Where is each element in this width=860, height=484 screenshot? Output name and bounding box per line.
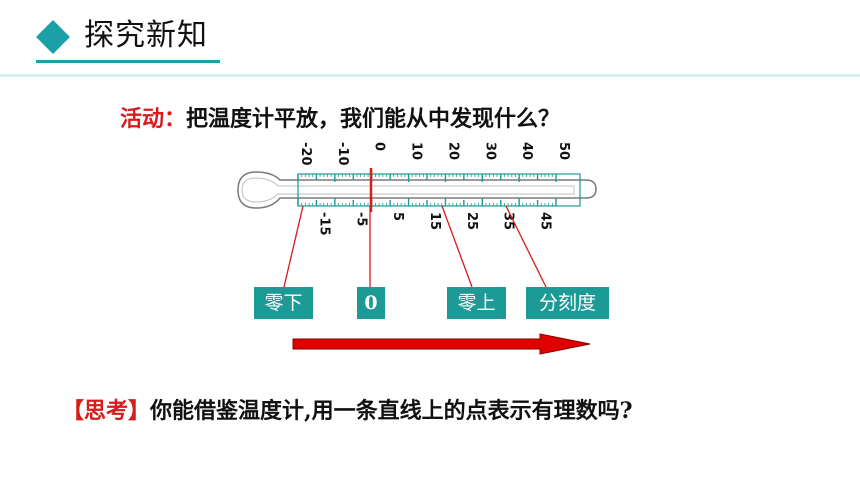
think-prompt: 【思考】你能借鉴温度计,用一条直线上的点表示有理数吗?	[62, 395, 633, 427]
tick-label: 10	[409, 142, 424, 160]
thermometer-tube	[237, 171, 597, 209]
tick-label: 50	[556, 142, 571, 160]
tick-label: 25	[464, 212, 479, 230]
thermometer-inner	[241, 177, 575, 203]
tick-label: 45	[538, 212, 553, 230]
activity-label: 活动：	[120, 106, 187, 132]
tick-label: -20	[298, 142, 313, 166]
tick-label: -10	[335, 142, 350, 166]
tick-label: 5	[390, 212, 405, 221]
label-below-zero: 零下	[254, 287, 313, 319]
tick-label: 35	[501, 212, 516, 230]
think-question: 你能借鉴温度计,用一条直线上的点表示有理数吗?	[150, 398, 633, 424]
scale-band	[297, 173, 581, 207]
tick-label: -5	[353, 212, 368, 226]
leader-line-below-zero	[283, 205, 304, 288]
label-zero: 0	[357, 287, 385, 319]
tick-label: 15	[427, 212, 442, 230]
header-divider	[0, 74, 860, 77]
leader-line-graduation	[505, 205, 547, 288]
activity-prompt: 活动：把温度计平放，我们能从中发现什么？	[120, 103, 560, 135]
slide-header: 探究新知	[0, 0, 860, 80]
tick-label: 0	[372, 142, 387, 151]
upper-tick-labels: -20 -10 0 10 20 30 40 50	[298, 142, 571, 166]
tick-label: 30	[482, 142, 497, 160]
direction-arrow	[292, 333, 591, 355]
leader-line-above-zero	[441, 205, 473, 288]
label-graduation: 分刻度	[526, 287, 609, 319]
lower-tick-labels: -15 -5 5 15 25 35 45	[316, 212, 552, 236]
arrow-shape	[292, 333, 591, 355]
activity-question: 把温度计平放，我们能从中发现什么？	[186, 106, 561, 132]
minor-ticks	[297, 174, 557, 206]
tick-label: -15	[316, 212, 331, 236]
label-above-zero: 零上	[447, 287, 506, 319]
tick-label: 20	[445, 142, 460, 160]
think-label: 【思考】	[62, 398, 151, 424]
section-title: 探究新知	[84, 18, 208, 53]
tick-label: 40	[519, 142, 534, 160]
thermometer-diagram: -20 -10 0 10 20 30 40 50 -15 -5 5 15 25 35 45	[237, 142, 597, 236]
title-underline	[36, 60, 220, 63]
